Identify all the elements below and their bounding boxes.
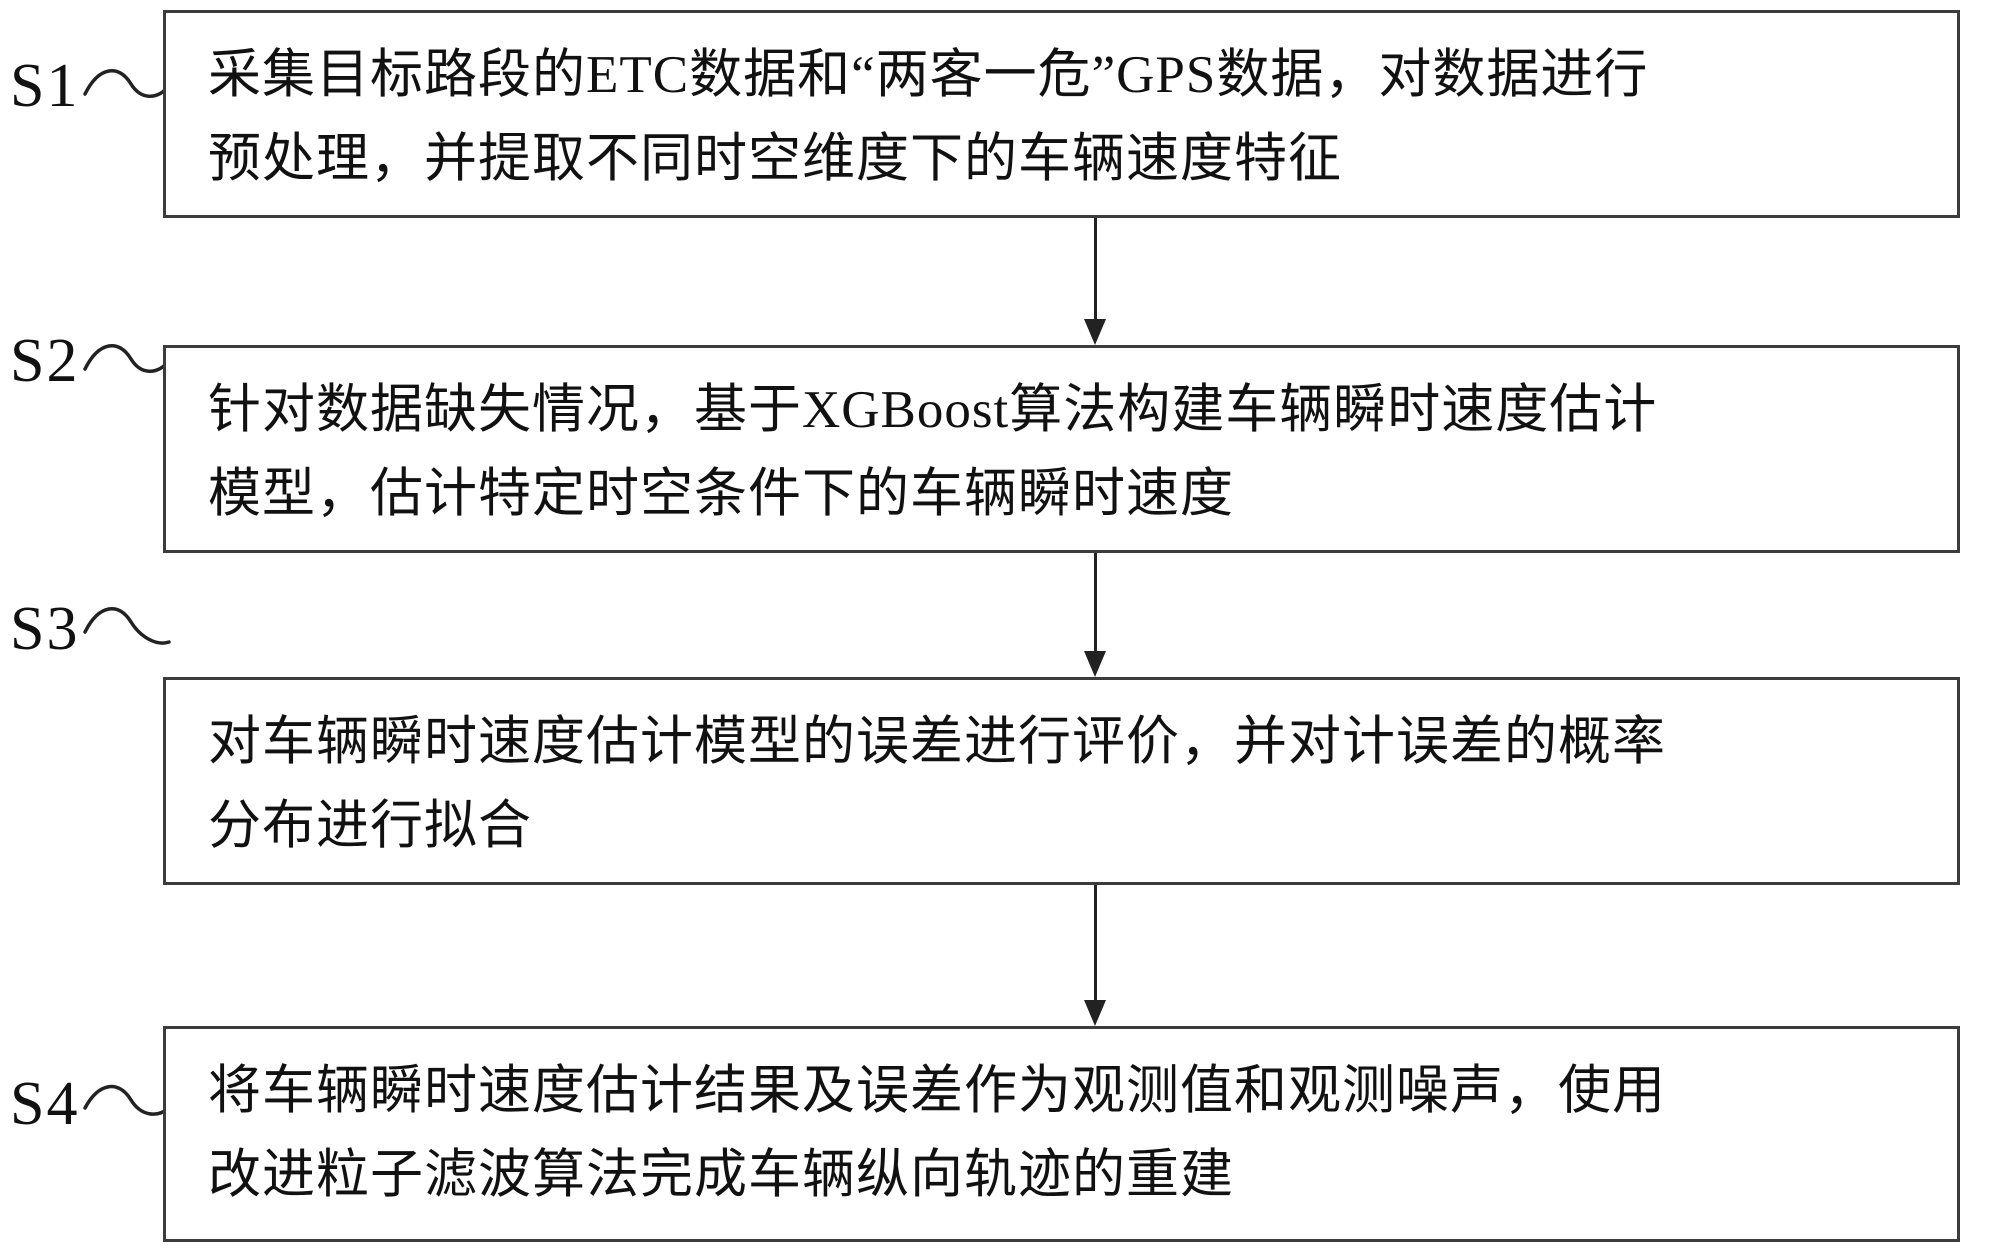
squiggle-connector-icon — [83, 68, 172, 98]
arrow-shaft — [1093, 553, 1097, 651]
flow-box-s3: 对车辆瞬时速度估计模型的误差进行评价，并对计误差的概率 分布进行拟合 — [163, 677, 1960, 885]
flow-arrow-3-icon — [1083, 885, 1107, 1026]
arrow-head — [1084, 1000, 1106, 1026]
step-label-s4: S4 — [10, 1070, 172, 1138]
box-s1-text-line-2: 预处理，并提取不同时空维度下的车辆速度特征 — [208, 130, 1342, 188]
step-label-s3: S3 — [10, 595, 172, 663]
squiggle-connector-icon — [83, 606, 172, 645]
box-s2-text-line-2: 模型，估计特定时空条件下的车辆瞬时速度 — [208, 465, 1234, 523]
flow-arrow-2-icon — [1083, 553, 1107, 677]
step-label-s2: S2 — [10, 327, 172, 395]
squiggle-connector-icon — [83, 1084, 172, 1116]
step-id-s4: S4 — [10, 1070, 80, 1138]
step-id-s3: S3 — [10, 595, 80, 663]
arrow-head — [1084, 651, 1106, 677]
step-label-s1: S1 — [10, 52, 172, 120]
box-s2-text-line-1: 针对数据缺失情况，基于XGBoost算法构建车辆瞬时速度估计 — [208, 381, 1658, 439]
step-id-s1: S1 — [10, 52, 80, 120]
box-s4-text-line-1: 将车辆瞬时速度估计结果及误差作为观测值和观测噪声，使用 — [208, 1062, 1666, 1120]
step-id-s2: S2 — [10, 327, 80, 395]
box-s1-text-line-1: 采集目标路段的ETC数据和“两客一危”GPS数据，对数据进行 — [208, 46, 1649, 104]
arrow-head — [1084, 319, 1106, 345]
flow-box-s2: 针对数据缺失情况，基于XGBoost算法构建车辆瞬时速度估计 模型，估计特定时空… — [163, 345, 1960, 553]
arrow-shaft — [1093, 218, 1097, 319]
squiggle-connector-icon — [83, 343, 172, 373]
arrow-shaft — [1093, 885, 1097, 1000]
flow-arrow-1-icon — [1083, 218, 1107, 345]
flow-box-s4: 将车辆瞬时速度估计结果及误差作为观测值和观测噪声，使用 改进粒子滤波算法完成车辆… — [163, 1026, 1960, 1242]
box-s3-text-line-1: 对车辆瞬时速度估计模型的误差进行评价，并对计误差的概率 — [208, 713, 1666, 771]
box-s4-text-line-2: 改进粒子滤波算法完成车辆纵向轨迹的重建 — [208, 1146, 1234, 1204]
flow-box-s1: 采集目标路段的ETC数据和“两客一危”GPS数据，对数据进行 预处理，并提取不同… — [163, 10, 1960, 218]
box-s3-text-line-2: 分布进行拟合 — [208, 797, 532, 855]
